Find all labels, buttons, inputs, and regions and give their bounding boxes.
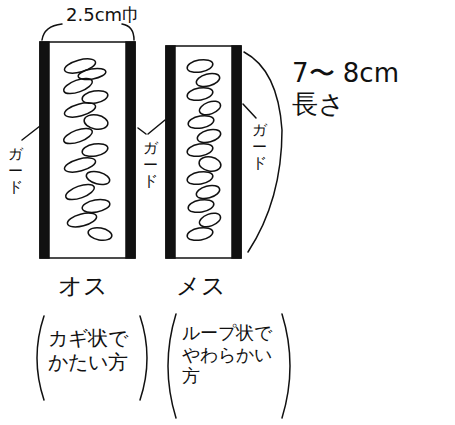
loop-strip: [166, 46, 241, 258]
part-note: カギ状で かたい方: [48, 326, 136, 374]
guard-label: ガード: [143, 140, 158, 190]
guard-label: ガード: [8, 146, 23, 196]
length-bracket: [244, 52, 282, 252]
parenthesis: [168, 314, 176, 418]
leader-line: [243, 104, 256, 118]
guard-bar: [126, 42, 135, 258]
guard-bar: [166, 46, 175, 258]
width-bracket: [42, 24, 134, 40]
guard-label: ガード: [252, 122, 267, 172]
part-note: ループ状で やわらかい方: [182, 322, 278, 387]
parenthesis: [282, 314, 290, 418]
parenthesis: [140, 316, 147, 400]
leader-line: [148, 120, 165, 134]
guard-bar: [40, 42, 49, 258]
guard-bar: [232, 46, 241, 258]
leader-line: [138, 128, 146, 134]
loop-scribble: [186, 58, 222, 242]
part-name: オス: [58, 272, 108, 301]
parenthesis: [37, 316, 44, 400]
leader-line: [22, 126, 40, 140]
width-dimension: 2.5cm巾: [66, 4, 140, 26]
length-dimension: 7〜 8cm長さ: [292, 58, 420, 120]
hook-strip: [40, 42, 135, 258]
part-name: メス: [176, 272, 226, 301]
hook-scribble: [62, 56, 113, 242]
